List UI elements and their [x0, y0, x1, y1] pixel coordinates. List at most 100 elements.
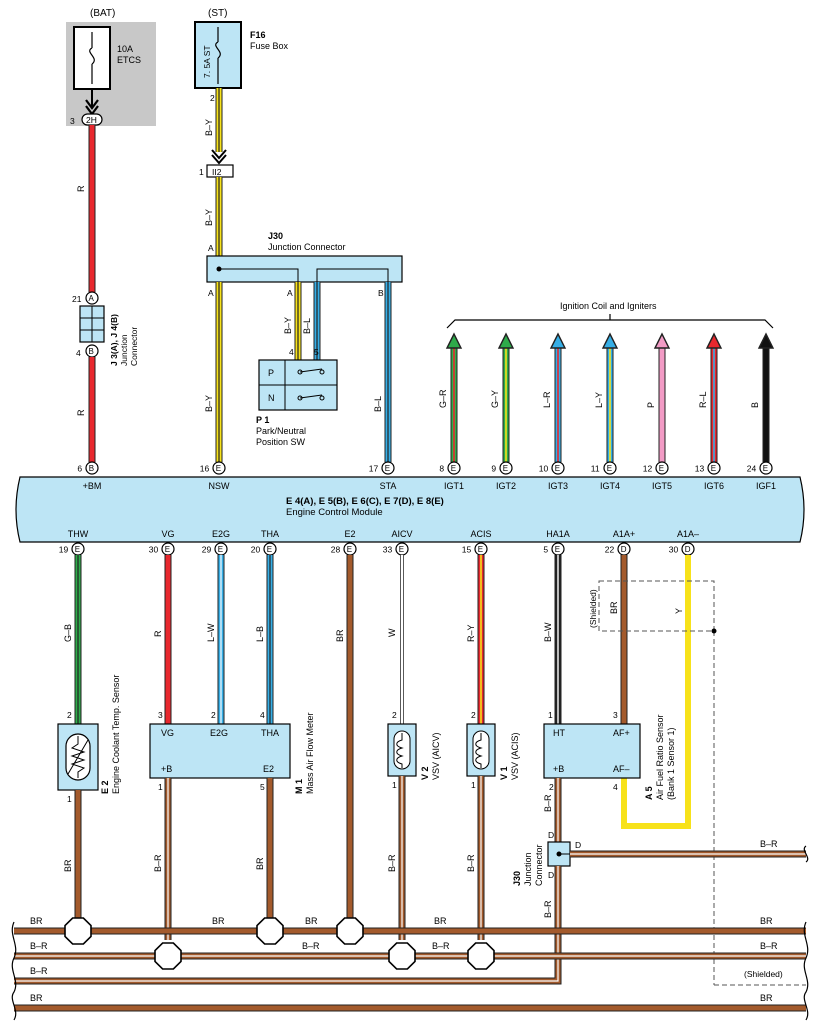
svg-text:E: E: [763, 464, 768, 473]
wire-a1ap-br: BR 3: [609, 555, 628, 724]
ecm-terminal-label: AICV: [391, 529, 412, 539]
svg-text:D: D: [548, 830, 554, 840]
wire-j30-p1-by: B–Y 4: [283, 282, 302, 360]
svg-text:B–R: B–R: [432, 941, 450, 951]
svg-text:E2: E2: [263, 764, 274, 774]
svg-text:21: 21: [72, 294, 82, 304]
wire-ha1a-bw: B–W 1: [543, 555, 562, 724]
ecm-pin-igt1: E8: [439, 461, 461, 475]
wire-aicv-w: W 2: [387, 555, 404, 724]
svg-text:D: D: [685, 545, 691, 554]
svg-text:2: 2: [471, 710, 476, 720]
wire-m1-br-plus-b: B–R: [153, 778, 172, 940]
ecm-terminal-label: IGF1: [756, 481, 776, 491]
thermistor-icon: [67, 736, 89, 778]
svg-text:20: 20: [251, 545, 261, 555]
connector-2h: 2H: [86, 115, 97, 125]
svg-text:B–R: B–R: [543, 794, 553, 812]
svg-text:AF+: AF+: [613, 728, 630, 738]
svg-text:G–R: G–R: [438, 389, 448, 408]
bus-break-marks: [11, 845, 809, 1021]
bus-br-w-3: B–R (Shielded): [14, 966, 783, 985]
svg-text:8: 8: [439, 464, 444, 474]
svg-text:VG: VG: [161, 728, 174, 738]
ecm-pin-thw: E19: [59, 542, 85, 556]
bat-label: (BAT): [90, 8, 115, 19]
svg-text:BR: BR: [30, 916, 43, 926]
wire-m1-br-e2: BR: [255, 778, 274, 920]
ecm-pin-tha: E20: [251, 542, 277, 556]
svg-text:11: 11: [591, 464, 600, 474]
ecm-pin-vg: E30: [149, 542, 175, 556]
ecm-terminal-label: IGT6: [704, 481, 724, 491]
ecm-terminal-label: IGT4: [600, 481, 620, 491]
ecm-pin-a1a: D 30: [669, 542, 695, 556]
svg-text:33: 33: [383, 545, 393, 555]
bus-br-4: BR BR: [14, 993, 806, 1012]
ecm-pin-acis: E15: [462, 542, 488, 556]
ecm-pin-igt4: E11: [591, 461, 617, 475]
svg-text:E: E: [75, 545, 80, 554]
svg-text:1: 1: [199, 167, 204, 177]
svg-text:II2: II2: [212, 167, 222, 177]
wire-e2-br-ground: BR: [335, 555, 354, 920]
svg-text:BR: BR: [335, 629, 345, 642]
ecm-terminal-label: STA: [380, 481, 397, 491]
wire-j30-right-br: B–R: [570, 839, 806, 858]
svg-text:L–Y: L–Y: [594, 392, 604, 408]
ecm-terminal-label: NSW: [209, 481, 231, 491]
svg-text:R: R: [153, 630, 163, 637]
j30-junction-connector-bottom: D D D J30 Junction Connector: [512, 830, 581, 886]
svg-text:E: E: [503, 464, 508, 473]
st-fuse-block: (ST) 7. 5A ST F16 Fuse Box 2: [194, 8, 289, 103]
ecm-terminal-label: IGT5: [652, 481, 672, 491]
wire-bat-r: R: [76, 125, 96, 292]
svg-text:VSV (AICV): VSV (AICV): [431, 732, 441, 780]
svg-text:A: A: [287, 288, 293, 298]
ignition-wire-gy: G–Y: [490, 332, 515, 462]
ecm-terminal-label: ACIS: [470, 529, 491, 539]
wire-j30-sta-bl: B–L: [373, 282, 392, 462]
ecm-terminal-label: HA1A: [546, 529, 570, 539]
svg-text:E: E: [165, 545, 170, 554]
svg-text:B: B: [378, 288, 384, 298]
svg-text:B–R: B–R: [30, 966, 48, 976]
svg-text:Air Fuel Ratio Sensor: Air Fuel Ratio Sensor: [655, 714, 665, 800]
svg-text:5: 5: [314, 347, 319, 357]
arrow-up-icon: [549, 332, 567, 349]
ecm-terminal-label: THW: [68, 529, 89, 539]
svg-text:BR: BR: [212, 916, 225, 926]
splice-point: [388, 942, 416, 970]
svg-text:E 4(A), E 5(B), E 6(C), E 7(D): E 4(A), E 5(B), E 6(C), E 7(D), E 8(E): [286, 496, 444, 507]
ecm-terminal-label: VG: [161, 529, 174, 539]
svg-text:30: 30: [669, 545, 679, 555]
svg-text:24: 24: [747, 464, 757, 474]
ecm-pin-igt6: E13: [695, 461, 721, 475]
svg-text:J 3(A), J 4(B): J 3(A), J 4(B): [109, 314, 119, 366]
wire-i2-j30-by: B–Y A: [204, 177, 223, 256]
svg-text:B: B: [89, 347, 94, 356]
arrow-up-icon: [601, 332, 619, 349]
svg-text:BR: BR: [305, 916, 318, 926]
svg-text:E: E: [555, 464, 560, 473]
svg-text:B–Y: B–Y: [204, 395, 214, 412]
svg-text:BR: BR: [255, 857, 265, 870]
svg-text:Connector: Connector: [534, 844, 544, 886]
svg-text:B–R: B–R: [387, 854, 397, 872]
bat-fuse-block: (BAT) 10A ETCS 2H 3: [66, 8, 156, 126]
wire-e2-br: BR: [63, 790, 82, 920]
ecm-terminal-label: IGT2: [496, 481, 516, 491]
svg-text:B–L: B–L: [302, 318, 312, 334]
svg-text:THA: THA: [261, 728, 279, 738]
v2-vsv-aicv: 1 V 2 VSV (AICV): [387, 723, 441, 790]
ignition-wire-b: B: [750, 332, 775, 462]
svg-text:E: E: [555, 545, 560, 554]
m1-mass-air-flow-meter: 3 2 4 VG E2G THA +B E2 1 5 M 1 Mass Air …: [149, 710, 315, 794]
svg-text:J30: J30: [268, 231, 283, 241]
svg-text:1: 1: [392, 780, 397, 790]
svg-text:Engine Control Module: Engine Control Module: [286, 507, 383, 518]
svg-text:Mass Air Flow Meter: Mass Air Flow Meter: [305, 712, 315, 794]
solenoid-icon: [396, 733, 404, 768]
svg-text:4: 4: [289, 347, 294, 357]
svg-text:+B: +B: [161, 764, 172, 774]
